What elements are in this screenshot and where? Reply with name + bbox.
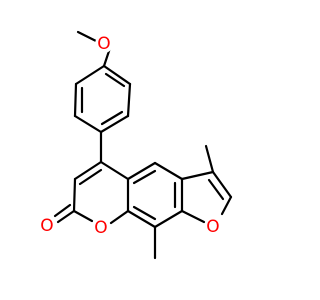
atom-label-methoxy-oxygen: O [97, 34, 110, 54]
bond-benzo-5 [126, 209, 157, 229]
bond-pyranone-c4-c3-inner [78, 168, 103, 186]
bond-methyl-to-methoxy-oxygen [76, 30, 100, 44]
bond-benzo-5-inner [132, 205, 157, 221]
atom-methoxy-oxygen: O [95, 34, 113, 54]
bond-phenyl-6 [74, 64, 106, 86]
bond-carbonyl-1 [56, 209, 76, 224]
bond-pyranone-o1-c8a [109, 209, 130, 225]
bond-furan-c3-c2-inner [207, 178, 225, 201]
bond-phenyl-5 [73, 82, 78, 118]
bond-phenyl-inner-2 [100, 110, 124, 126]
atom-carbonyl-oxygen: O [38, 216, 56, 236]
bond-benzo-1-inner [132, 169, 157, 185]
bond-phenyl-inner-1 [104, 72, 126, 88]
bond-phenyl-3 [99, 114, 130, 134]
bond-benzo-4 [153, 209, 184, 229]
atom-label-furan-oxygen: O [206, 217, 219, 237]
bond-benzo-1 [126, 161, 157, 181]
bond-benzo-2 [153, 161, 184, 181]
bond-furan-c2-o [220, 195, 233, 216]
atom-label-carbonyl-oxygen: O [40, 216, 53, 236]
bond-pyranone-c3-c2 [72, 177, 77, 213]
bond-furan-o-c7a [180, 209, 206, 224]
bond-phenyl-4 [73, 114, 103, 134]
atom-furan-oxygen: O [204, 217, 222, 237]
atom-pyranone-oxygen: O [92, 218, 110, 238]
bond-phenyl-1 [102, 64, 132, 86]
bond-phenyl-2 [126, 82, 132, 118]
bond-pyranone-c4-c3 [73, 160, 103, 181]
molecule-structure-diagram: O O O O [38, 30, 233, 260]
bond-methyl-top-right [204, 144, 215, 174]
atom-label-pyranone-oxygen: O [94, 218, 107, 238]
bond-furan-c3a-c3 [180, 170, 215, 181]
bond-carbonyl-2 [53, 203, 72, 218]
bond-pyranone-c4a-c4 [99, 160, 130, 181]
bond-pyranone-c2-o1 [72, 209, 94, 223]
bond-furan-c3-c2 [211, 170, 233, 199]
